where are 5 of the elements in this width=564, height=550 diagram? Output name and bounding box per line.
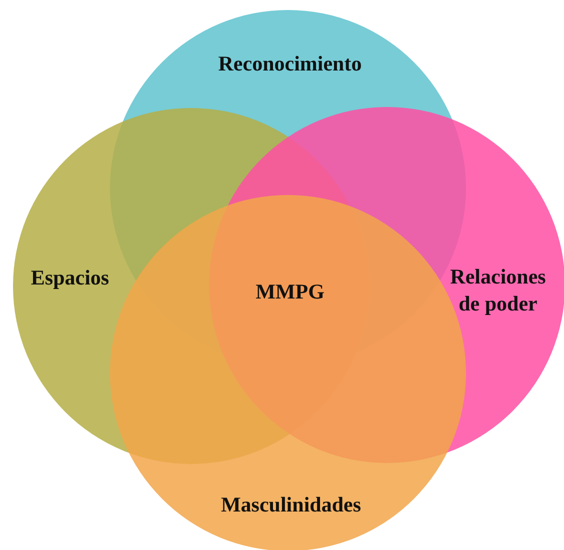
- circle-label: Espacios: [30, 264, 110, 292]
- circle-label: Relaciones de poder: [449, 264, 547, 318]
- circle-label: Reconocimiento: [217, 50, 363, 78]
- center-label: MMPG: [256, 278, 324, 306]
- circle-label: Masculinidades: [220, 491, 362, 518]
